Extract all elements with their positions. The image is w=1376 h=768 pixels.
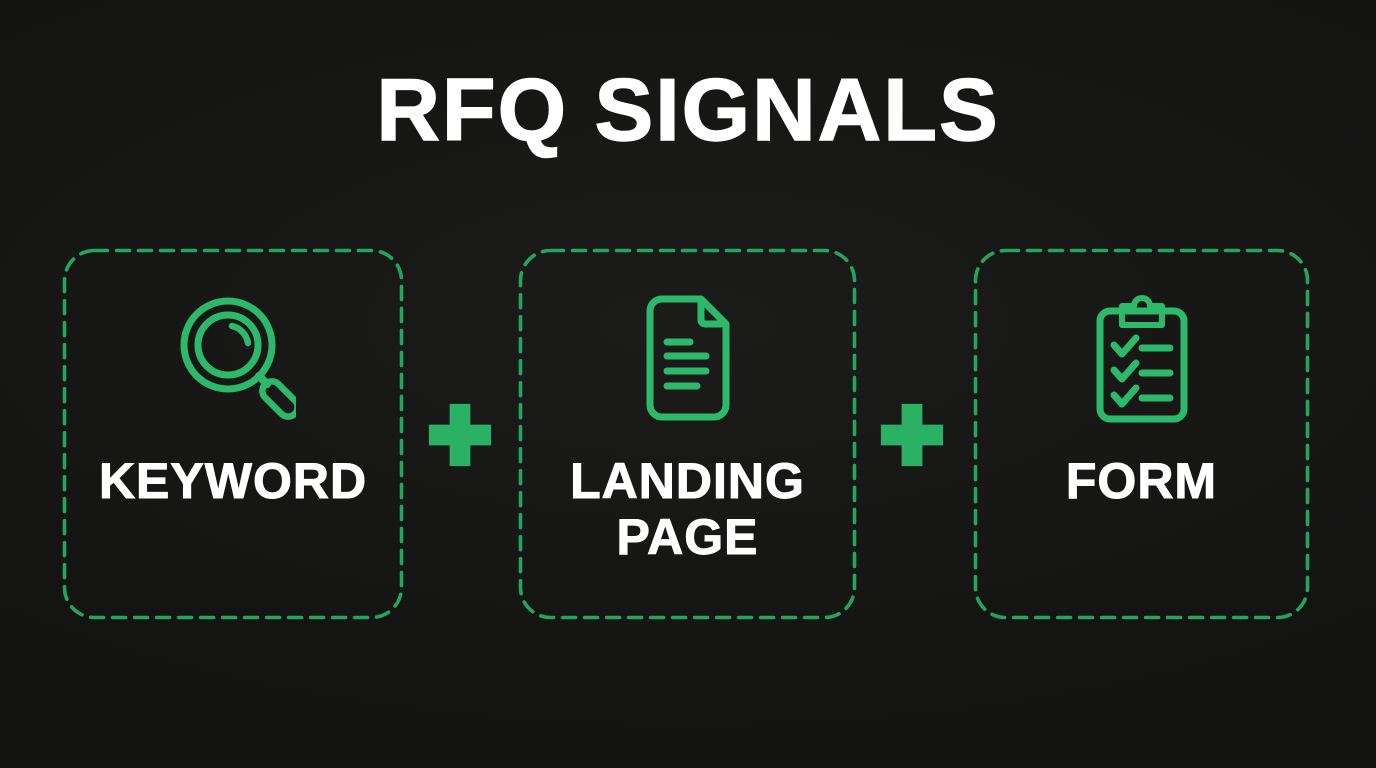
page-title: RFQ SIGNALS <box>376 60 1000 159</box>
dashed-border <box>973 248 1310 620</box>
signal-box-landing-page: LANDING PAGE <box>518 248 857 620</box>
document-icon <box>518 288 857 428</box>
clipboard-checklist-icon <box>973 288 1310 428</box>
signal-label-keyword: KEYWORD <box>98 453 368 510</box>
plus-icon <box>427 402 493 468</box>
signal-box-keyword: KEYWORD <box>62 248 404 620</box>
magnifier-icon <box>62 288 404 428</box>
signal-box-form: FORM <box>973 248 1310 620</box>
dashed-border <box>62 248 404 620</box>
signal-label-form: FORM <box>1065 453 1218 510</box>
signal-label-landing-page: LANDING PAGE <box>570 453 805 566</box>
plus-icon <box>879 402 945 468</box>
dashed-border <box>518 248 857 620</box>
